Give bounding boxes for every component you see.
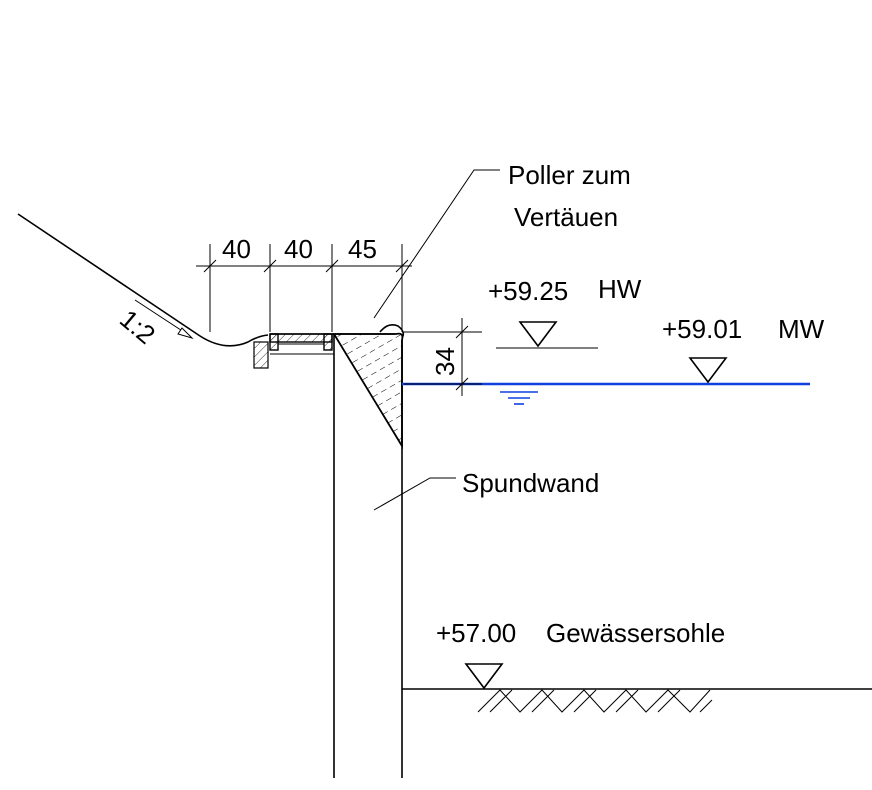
concrete-wedge bbox=[332, 332, 404, 450]
horizontal-dimension-chain bbox=[196, 244, 412, 332]
hw-level-marker bbox=[496, 321, 598, 349]
riverbed-hatch bbox=[477, 689, 713, 713]
bed-level-name: Gewässersohle bbox=[546, 618, 725, 648]
bollard bbox=[379, 324, 405, 339]
sheet-pile-label: Spundwand bbox=[462, 468, 599, 498]
bollard-leader bbox=[373, 169, 500, 319]
vertical-dimension bbox=[404, 318, 482, 396]
height-dimension: 34 bbox=[430, 347, 460, 376]
dimension-1: 40 bbox=[222, 234, 251, 264]
slope-label: 1:2 bbox=[114, 304, 161, 350]
bollard-label-line-1: Poller zum bbox=[508, 160, 631, 190]
slope-arrow bbox=[134, 299, 194, 340]
dimension-3: 45 bbox=[348, 234, 377, 264]
hw-level-value: +59.25 bbox=[488, 276, 568, 306]
mw-level-value: +59.01 bbox=[662, 314, 742, 344]
mw-level-marker bbox=[688, 357, 728, 384]
sheet-pile-leader bbox=[373, 477, 456, 511]
mw-level-name: MW bbox=[778, 314, 825, 344]
capping-beam bbox=[253, 333, 395, 369]
dimension-2: 40 bbox=[284, 234, 313, 264]
hw-level-name: HW bbox=[598, 274, 642, 304]
embankment-line bbox=[17, 213, 269, 347]
water-symbol bbox=[500, 391, 538, 405]
bed-level-value: +57.00 bbox=[436, 618, 516, 648]
bed-level-marker bbox=[464, 663, 504, 690]
bollard-label-line-2: Vertäuen bbox=[514, 202, 618, 232]
